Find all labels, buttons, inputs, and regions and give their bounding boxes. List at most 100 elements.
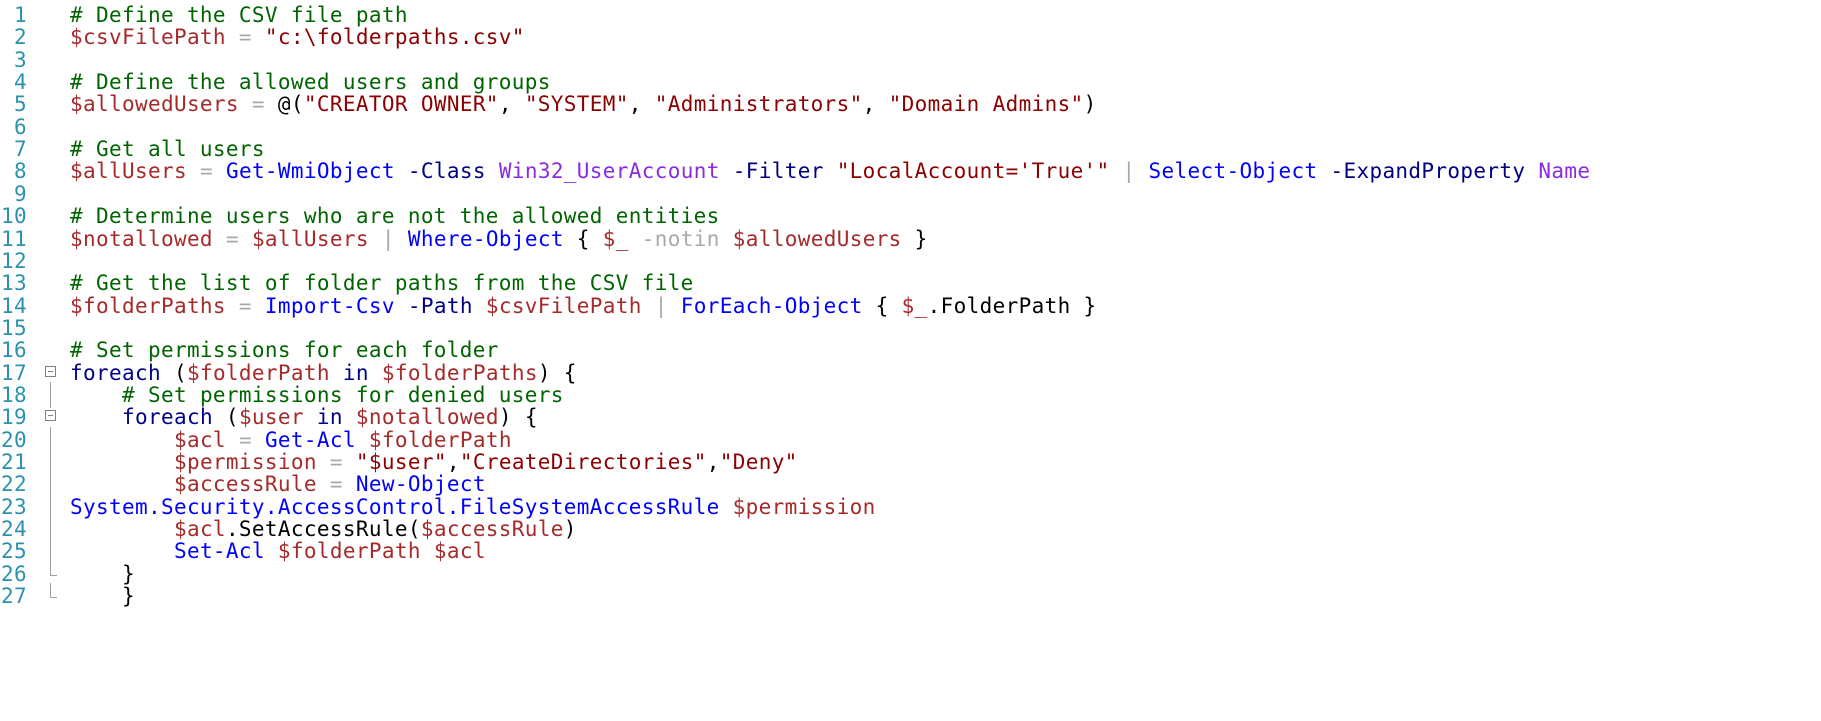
token-var: $permission bbox=[732, 494, 876, 519]
code-text[interactable]: # Set permissions for denied users bbox=[70, 382, 564, 408]
code-text[interactable]: # Define the CSV file path bbox=[70, 2, 408, 28]
token-var: $allUsers bbox=[70, 159, 187, 184]
line-number: 10 bbox=[1, 204, 27, 229]
token-op: | bbox=[1122, 159, 1136, 184]
code-line[interactable]: 22 $accessRule = New-Object bbox=[0, 471, 1821, 498]
line-number: 12 bbox=[1, 248, 27, 273]
code-line[interactable]: 5$allowedUsers = @("CREATOR OWNER", "SYS… bbox=[0, 91, 1821, 117]
fold-end-guide bbox=[50, 583, 57, 599]
token-var: $accessRule bbox=[420, 517, 564, 542]
token-str: "c:\folderpaths.csv" bbox=[264, 25, 525, 50]
token-plain: ) { bbox=[537, 360, 577, 385]
code-text[interactable]: Set-Acl $folderPath $acl bbox=[70, 538, 486, 564]
token-type: Win32_UserAccount bbox=[498, 159, 720, 184]
code-line[interactable]: 1# Define the CSV file path bbox=[0, 2, 1821, 28]
code-line[interactable]: 8$allUsers = Get-WmiObject -Class Win32_… bbox=[0, 158, 1821, 184]
token-plain: } bbox=[70, 584, 135, 609]
code-line[interactable]: 7# Get all users bbox=[0, 136, 1821, 162]
code-text[interactable]: $notallowed = $allUsers | Where-Object {… bbox=[70, 226, 928, 252]
token-plain: } bbox=[901, 226, 928, 251]
code-line[interactable]: 9 bbox=[0, 181, 1821, 207]
code-line[interactable]: 14$folderPaths = Import-Csv -Path $csvFi… bbox=[0, 293, 1821, 319]
token-str: "CreateDirectories" bbox=[459, 450, 707, 474]
token-plain: , bbox=[862, 92, 889, 117]
code-text[interactable]: $allUsers = Get-WmiObject -Class Win32_U… bbox=[70, 158, 1590, 184]
code-line[interactable]: 12 bbox=[0, 248, 1821, 274]
code-line[interactable]: 3 bbox=[0, 47, 1821, 73]
token-var: $folderPath bbox=[277, 539, 421, 564]
code-text[interactable]: foreach ($folderPath in $folderPaths) { bbox=[70, 360, 577, 386]
line-number: 6 bbox=[14, 114, 27, 139]
token-op: = bbox=[238, 293, 252, 318]
fold-guide-line bbox=[45, 538, 59, 565]
code-line[interactable]: 4# Define the allowed users and groups bbox=[0, 69, 1821, 95]
code-text[interactable]: # Define the allowed users and groups bbox=[70, 69, 551, 95]
code-text[interactable]: # Determine users who are not the allowe… bbox=[70, 203, 720, 229]
code-text[interactable]: $permission = "$user","CreateDirectories… bbox=[70, 449, 798, 475]
line-number: 25 bbox=[1, 539, 27, 564]
token-param: -Class bbox=[407, 159, 486, 184]
code-text[interactable]: # Set permissions for each folder bbox=[70, 337, 499, 363]
code-text[interactable]: $allowedUsers = @("CREATOR OWNER", "SYST… bbox=[70, 91, 1097, 117]
fold-collapse-icon[interactable] bbox=[45, 360, 59, 386]
code-text[interactable]: $csvFilePath = "c:\folderpaths.csv" bbox=[70, 24, 525, 50]
token-op: -notin bbox=[641, 226, 720, 251]
token-kw: foreach bbox=[121, 405, 213, 430]
token-comment: # Define the CSV file path bbox=[70, 3, 408, 27]
line-number: 27 bbox=[1, 584, 27, 609]
token-plain: , bbox=[446, 450, 460, 474]
token-op: = bbox=[329, 472, 343, 497]
code-line[interactable]: 27 } bbox=[0, 583, 1821, 609]
code-line[interactable]: 19 foreach ($user in $notallowed) { bbox=[0, 404, 1821, 430]
code-text[interactable]: $acl = Get-Acl $folderPath bbox=[70, 427, 512, 453]
token-var: $notallowed bbox=[355, 405, 499, 430]
code-line[interactable]: 11$notallowed = $allUsers | Where-Object… bbox=[0, 226, 1821, 252]
token-cmd: System.Security.AccessControl.FileSystem… bbox=[70, 494, 720, 519]
code-text[interactable]: $acl.SetAccessRule($accessRule) bbox=[70, 516, 577, 542]
line-number: 19 bbox=[1, 405, 27, 430]
token-op: = bbox=[251, 92, 265, 117]
code-line[interactable]: 25 Set-Acl $folderPath $acl bbox=[0, 538, 1821, 565]
code-line[interactable]: 2$csvFilePath = "c:\folderpaths.csv" bbox=[0, 24, 1821, 50]
fold-collapse-icon[interactable] bbox=[45, 404, 59, 430]
code-text[interactable]: $accessRule = New-Object bbox=[70, 471, 486, 497]
code-line[interactable]: 13# Get the list of folder paths from th… bbox=[0, 270, 1821, 296]
code-line[interactable]: 24 $acl.SetAccessRule($accessRule) bbox=[0, 516, 1821, 543]
token-cmd: Get-Acl bbox=[264, 427, 356, 452]
line-number: 26 bbox=[1, 561, 27, 586]
token-var: $allUsers bbox=[251, 226, 369, 251]
token-comment: # Set permissions for each folder bbox=[70, 338, 499, 363]
code-line[interactable]: 10 # Determine users who are not the allo… bbox=[0, 203, 1821, 229]
code-text[interactable]: } bbox=[70, 561, 135, 587]
fold-end-guide bbox=[50, 560, 57, 576]
line-number: 9 bbox=[14, 181, 27, 206]
code-line[interactable]: 23 System.Security.AccessControl.FileSyst… bbox=[0, 493, 1821, 520]
code-text[interactable]: System.Security.AccessControl.FileSystem… bbox=[70, 494, 876, 520]
line-number: 23 bbox=[1, 494, 27, 519]
code-line[interactable]: 26 } bbox=[0, 560, 1821, 587]
fold-guide bbox=[50, 538, 51, 565]
fold-end-marker bbox=[45, 583, 59, 609]
fold-guide bbox=[50, 516, 51, 543]
token-op: = bbox=[238, 25, 252, 50]
code-text[interactable]: } bbox=[70, 583, 135, 609]
fold-guide bbox=[50, 471, 51, 498]
token-var: $permission bbox=[173, 450, 317, 474]
token-plain: , bbox=[628, 92, 655, 117]
code-line[interactable]: 6 bbox=[0, 114, 1821, 140]
code-line[interactable]: 20 $acl = Get-Acl $folderPath bbox=[0, 426, 1821, 453]
token-plain: , bbox=[498, 92, 525, 117]
token-str: "Administrators" bbox=[654, 92, 863, 117]
code-text[interactable]: foreach ($user in $notallowed) { bbox=[70, 404, 538, 430]
code-line[interactable]: 21 $permission = "$user","CreateDirector… bbox=[0, 449, 1821, 475]
code-line[interactable]: 18 # Set permissions for denied users bbox=[0, 381, 1821, 408]
code-line[interactable]: 15 bbox=[0, 315, 1821, 341]
token-type: Name bbox=[1538, 159, 1591, 184]
code-text[interactable]: $folderPaths = Import-Csv -Path $csvFile… bbox=[70, 293, 1097, 319]
code-text[interactable]: # Get the list of folder paths from the … bbox=[70, 270, 694, 296]
code-text[interactable]: # Get all users bbox=[70, 136, 265, 162]
code-line[interactable]: 16# Set permissions for each folder bbox=[0, 337, 1821, 363]
token-plain: .FolderPath } bbox=[927, 293, 1097, 318]
